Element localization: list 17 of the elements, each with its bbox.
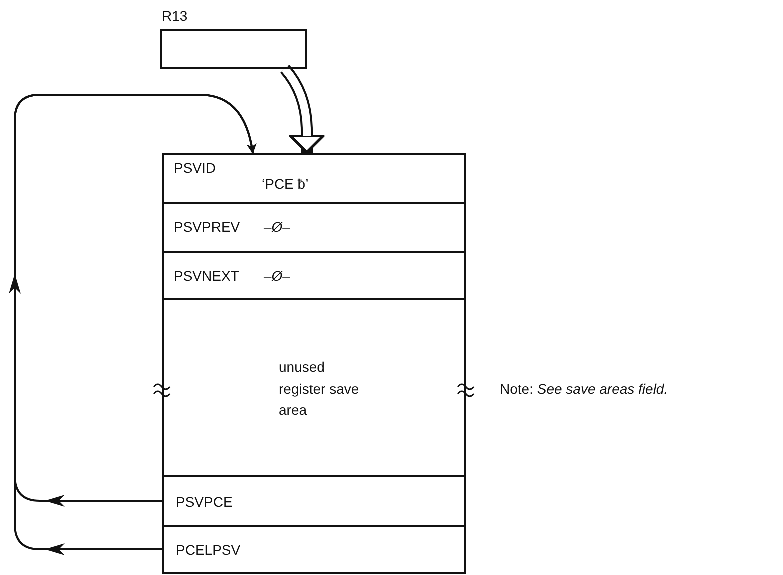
field-name: PSVPREV <box>174 218 240 236</box>
field-value: –Ø– <box>264 218 290 236</box>
field-row <box>162 525 466 574</box>
field-name: PSVID <box>174 159 216 178</box>
field-name: PCELPSV <box>176 541 241 560</box>
register-label: R13 <box>162 7 188 26</box>
field-value: –Ø– <box>264 267 290 286</box>
field-row <box>162 202 466 253</box>
save-area-row <box>162 298 466 477</box>
field-name: PSVNEXT <box>174 267 240 286</box>
field-row <box>162 153 466 204</box>
field-row <box>162 475 466 527</box>
note-text: Note: See save areas field. <box>500 380 668 398</box>
field-name: unused register save area <box>279 358 360 420</box>
field-name: PSVPCE <box>176 493 233 512</box>
field-row <box>162 251 466 300</box>
field-value: ‘PCE ƀ’ <box>262 175 309 194</box>
